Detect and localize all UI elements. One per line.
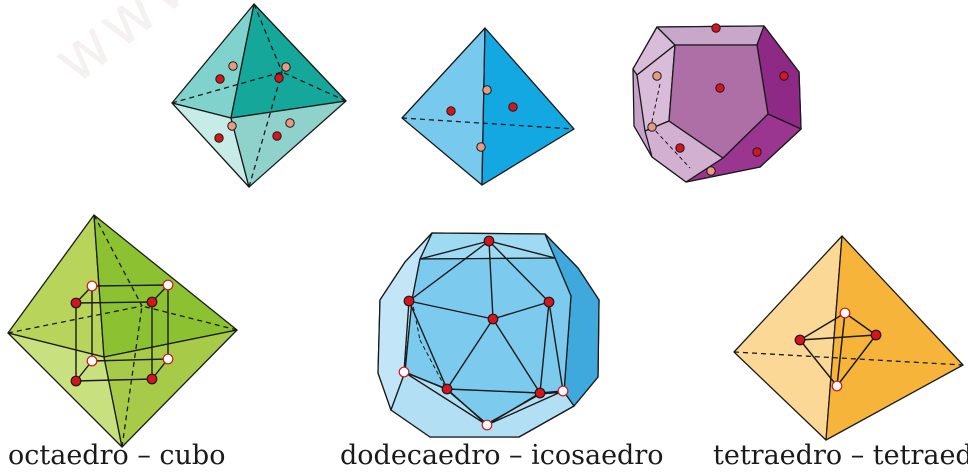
octahedron-bottom [7, 214, 238, 448]
caption-octaedro-cubo: octaedro – cubo [8, 440, 226, 471]
dodecahedron-bottom [377, 232, 600, 438]
tetrahedron-bottom [733, 235, 964, 441]
caption-tetraedro-tetraedro: tetraedro – tetraedro [713, 440, 968, 471]
dodecahedron-top [632, 23, 802, 183]
caption-dodecaedro-icosaedro: dodecaedro – icosaedro [340, 440, 664, 471]
octahedron-top [171, 3, 347, 188]
tetrahedron-top [401, 27, 575, 186]
